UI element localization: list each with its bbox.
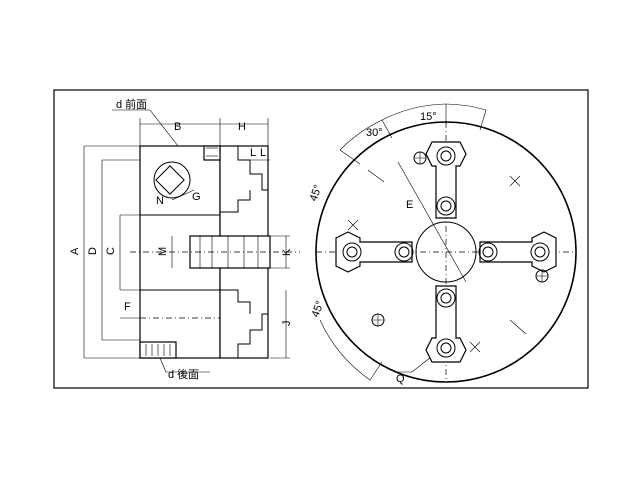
label-A: A	[69, 247, 81, 255]
key-socket	[153, 161, 191, 199]
front-view: 15° 30° 45° 45° E Q	[308, 103, 577, 385]
label-B: B	[174, 121, 181, 133]
label-L2: L	[260, 147, 266, 159]
label-G: G	[192, 191, 201, 203]
label-C: C	[105, 247, 117, 255]
label-d-back: d 後面	[168, 367, 199, 381]
label-M: M	[157, 247, 169, 256]
label-E: E	[406, 199, 413, 211]
label-J: J	[281, 321, 293, 327]
label-N: N	[156, 195, 164, 207]
label-F: F	[124, 301, 131, 313]
drawing-frame	[53, 89, 589, 389]
label-15deg: 15°	[420, 111, 437, 123]
label-D: D	[87, 247, 99, 255]
label-K: K	[281, 248, 293, 256]
jaw-left	[335, 231, 414, 273]
label-Q: Q	[396, 373, 405, 385]
label-45deg-bottom: 45°	[310, 299, 327, 319]
label-H: H	[238, 121, 246, 133]
label-45deg-top: 45°	[308, 183, 325, 203]
jaw-right	[478, 231, 557, 273]
label-d-front: d 前面	[116, 97, 147, 111]
jaw-bottom	[425, 285, 467, 363]
label-L1: L	[250, 147, 256, 159]
label-30deg: 30°	[366, 127, 383, 139]
side-view: d 前面 B H L L A D C M K J F N G d 後面	[69, 97, 300, 381]
jaw-top	[425, 141, 467, 219]
